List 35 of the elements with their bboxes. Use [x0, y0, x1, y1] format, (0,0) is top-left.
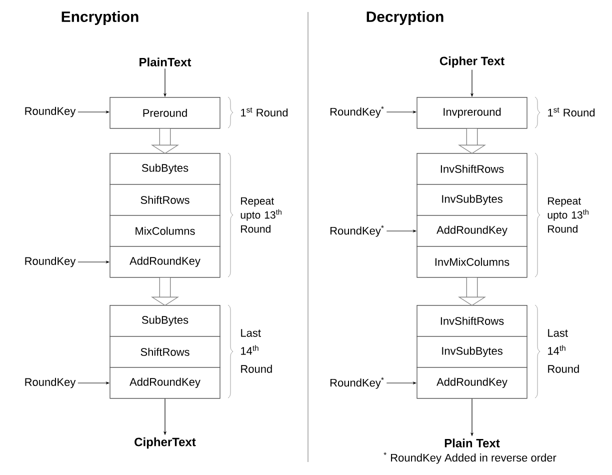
heading: Encryption: [62, 11, 138, 25]
bracket-label: Last 14$^{th}$ Round: [241, 329, 272, 373]
process-box: SubBytes: [110, 305, 220, 337]
text-label: CipherText: [134, 437, 196, 449]
bracket-label: Last 14$^{th}$ Round: [548, 329, 579, 373]
text-label: RoundKey: [25, 378, 76, 388]
text-label: RoundKey$^{*}$: [330, 377, 384, 389]
text-label: RoundKey: [25, 256, 76, 268]
process-box: InvShiftRows: [416, 153, 528, 185]
text-label: RoundKey$^{*}$: [330, 106, 384, 118]
process-box: InvMixColumns: [416, 246, 528, 278]
heading: Decryption: [366, 11, 444, 25]
text-label: RoundKey$^{*}$: [330, 225, 384, 237]
process-box: Preround: [110, 97, 220, 129]
footnote: $^{*}$ RoundKey Added in reverse order: [384, 452, 556, 464]
process-box: AddRoundKey: [110, 367, 220, 399]
process-box: InvShiftRows: [416, 305, 528, 337]
process-box: AddRoundKey: [110, 246, 220, 278]
process-box: ShiftRows: [110, 184, 220, 216]
process-box: InvSubBytes: [416, 184, 528, 216]
process-box: ShiftRows: [110, 336, 220, 368]
process-box: SubBytes: [110, 153, 220, 185]
process-box: AddRoundKey: [416, 215, 528, 247]
bracket-label: Repeat upto 13$^{th}$ Round: [240, 197, 282, 233]
process-box: AddRoundKey: [416, 367, 528, 399]
text-label: Plain Text: [444, 438, 500, 448]
process-box: InvSubBytes: [416, 336, 528, 368]
text-label: Cipher Text: [440, 56, 504, 68]
process-box: Invpreround: [416, 97, 528, 129]
text-label: RoundKey: [25, 106, 76, 118]
bracket-label: 1$^{st}$ Round: [548, 107, 595, 117]
process-box: MixColumns: [110, 215, 220, 247]
bracket-label: Repeat upto 13$^{th}$ Round: [548, 197, 588, 233]
text-label: PlainText: [140, 58, 192, 66]
bracket-label: 1$^{st}$ Round: [241, 107, 288, 117]
